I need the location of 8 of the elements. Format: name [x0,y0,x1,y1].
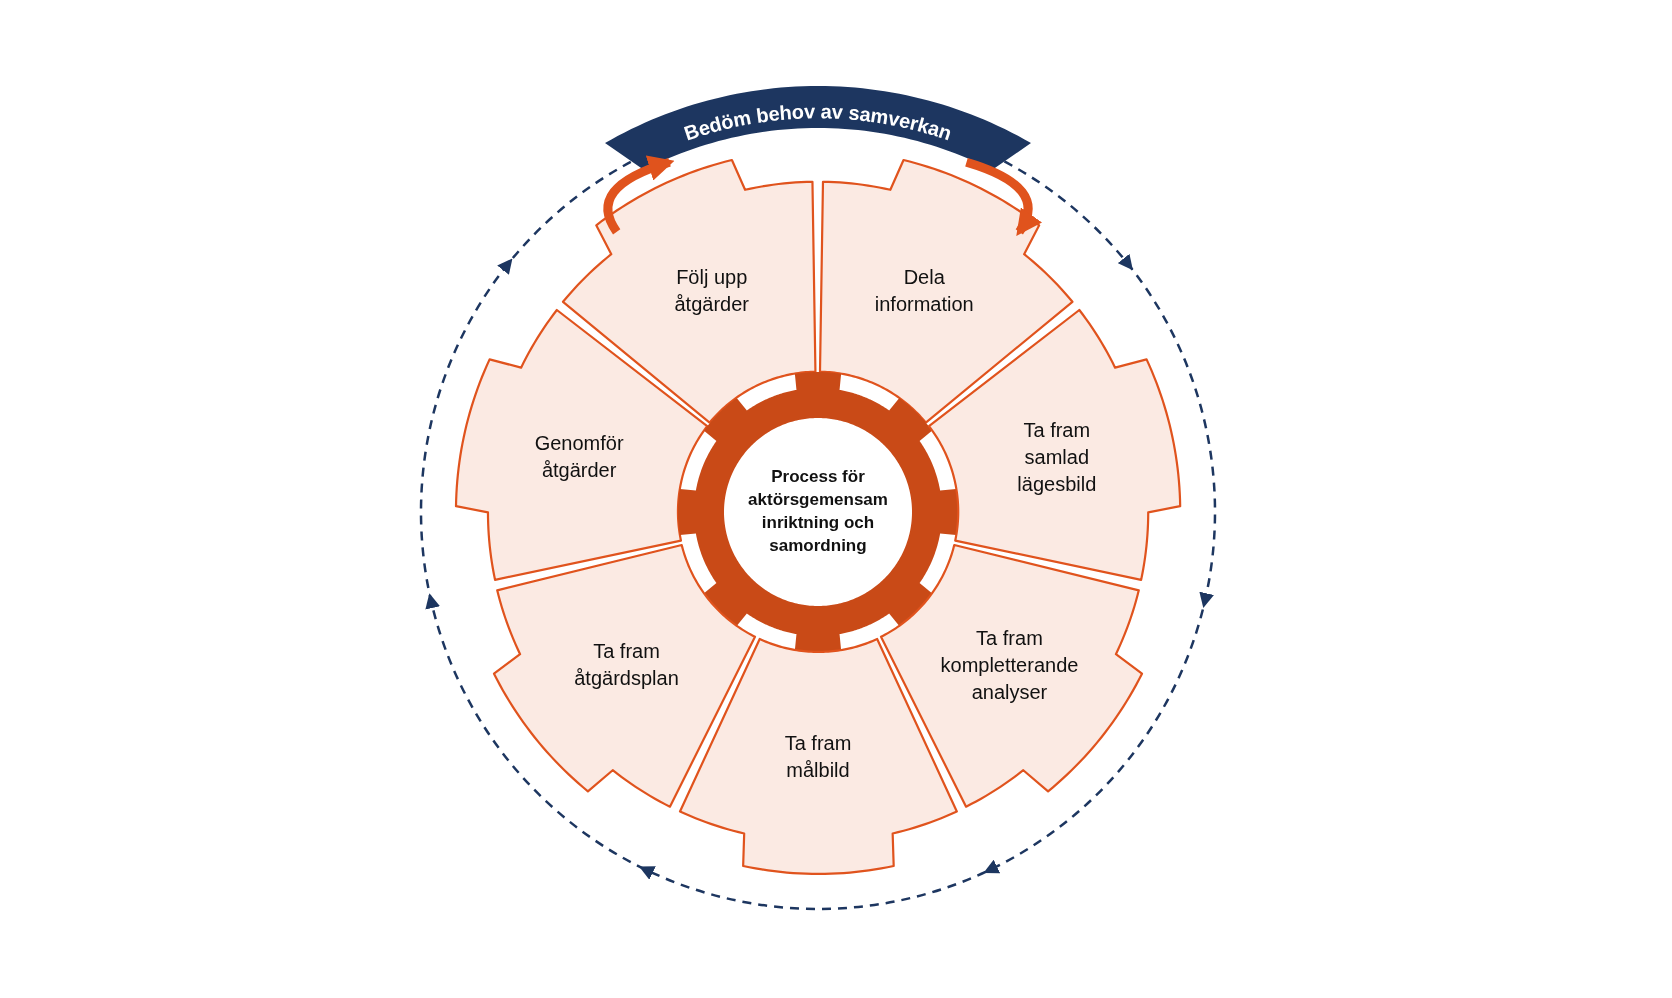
segment-label: Dela information [873,265,975,318]
center-label: Process för aktörsgemensam inriktning och samordning [747,466,889,557]
segment-label: Genomför åtgärder [533,431,625,484]
segment-label: Följ upp åtgärder [673,265,750,318]
segment-label: Ta fram kompletterande analyser [939,625,1080,705]
segment-label: Ta fram åtgärdsplan [573,638,680,691]
segment-label: Ta fram målbild [783,731,853,783]
segment-label: Ta fram samlad lägesbild [1016,417,1098,497]
